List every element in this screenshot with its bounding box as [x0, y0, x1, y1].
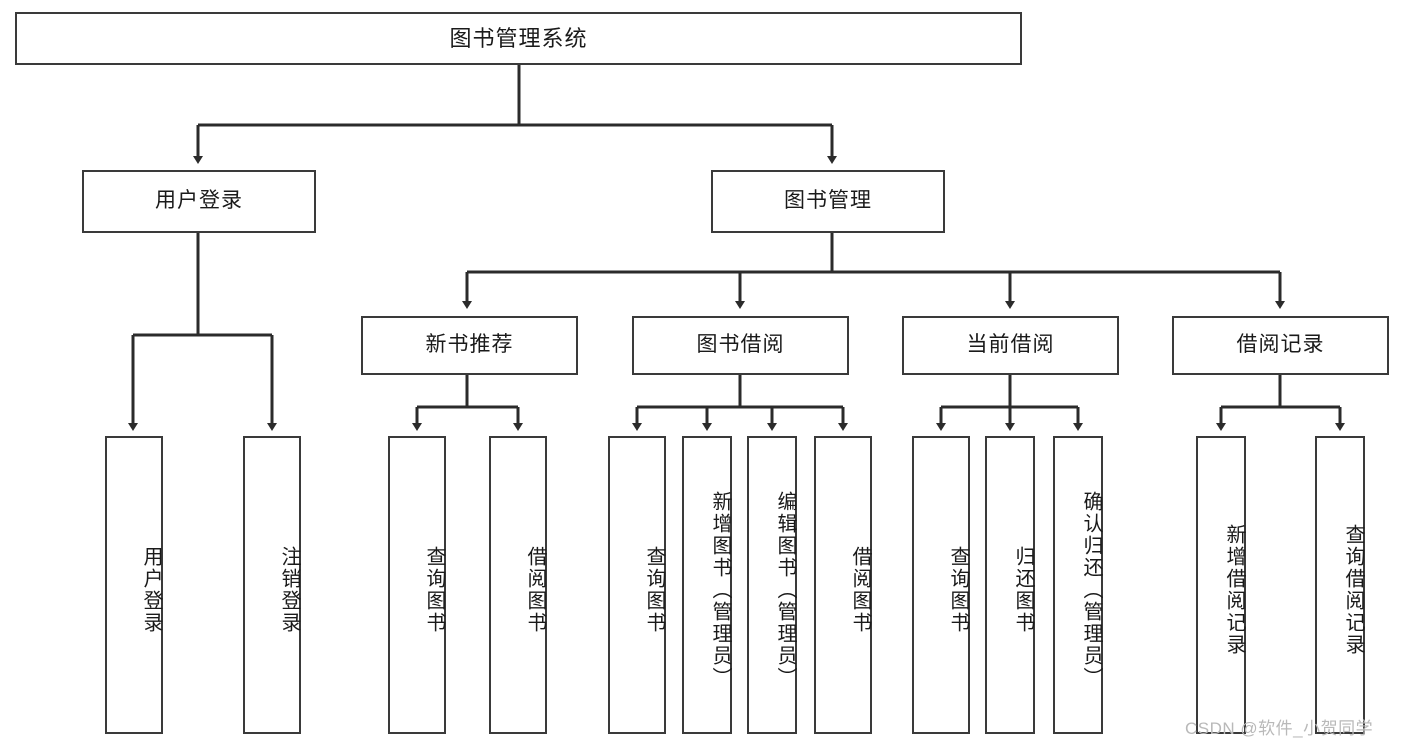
- leaf-return-book[interactable]: 归还图书: [985, 436, 1035, 734]
- leaf-label: 编辑图书（管理员）: [774, 491, 796, 689]
- leaf-query-borrow-record[interactable]: 查询借阅记录: [1315, 436, 1365, 734]
- leaf-label: 确认归还（管理员）: [1080, 491, 1102, 689]
- node-borrow-record[interactable]: 借阅记录: [1172, 316, 1389, 375]
- leaf-label: 查询图书: [643, 546, 665, 634]
- leaf-label: 注销登录: [278, 546, 300, 634]
- leaf-label: 归还图书: [1012, 546, 1034, 634]
- leaf-logout[interactable]: 注销登录: [243, 436, 301, 734]
- watermark-credit: CSDN @软件_小贺同学: [1185, 719, 1374, 738]
- leaf-add-borrow-record[interactable]: 新增借阅记录: [1196, 436, 1246, 734]
- leaf-label: 查询借阅记录: [1342, 524, 1364, 656]
- leaf-label: 新增图书（管理员）: [709, 491, 731, 689]
- node-book-borrow[interactable]: 图书借阅: [632, 316, 849, 375]
- node-current-borrow[interactable]: 当前借阅: [902, 316, 1119, 375]
- node-user-login[interactable]: 用户登录: [82, 170, 316, 233]
- leaf-label: 查询图书: [947, 546, 969, 634]
- leaf-query-book-current[interactable]: 查询图书: [912, 436, 970, 734]
- node-root-system[interactable]: 图书管理系统: [15, 12, 1022, 65]
- leaf-confirm-return-admin[interactable]: 确认归还（管理员）: [1053, 436, 1103, 734]
- leaf-add-book-admin[interactable]: 新增图书（管理员）: [682, 436, 732, 734]
- node-new-book-recommend[interactable]: 新书推荐: [361, 316, 578, 375]
- leaf-query-book-borrow[interactable]: 查询图书: [608, 436, 666, 734]
- leaf-label: 查询图书: [423, 546, 445, 634]
- leaf-label: 借阅图书: [849, 546, 871, 634]
- leaf-edit-book-admin[interactable]: 编辑图书（管理员）: [747, 436, 797, 734]
- leaf-user-login[interactable]: 用户登录: [105, 436, 163, 734]
- leaf-borrow-book-borrow[interactable]: 借阅图书: [814, 436, 872, 734]
- leaf-label: 新增借阅记录: [1223, 524, 1245, 656]
- leaf-borrow-book-new[interactable]: 借阅图书: [489, 436, 547, 734]
- leaf-query-book-new[interactable]: 查询图书: [388, 436, 446, 734]
- node-book-management[interactable]: 图书管理: [711, 170, 945, 233]
- leaf-label: 借阅图书: [524, 546, 546, 634]
- leaf-label: 用户登录: [140, 546, 162, 634]
